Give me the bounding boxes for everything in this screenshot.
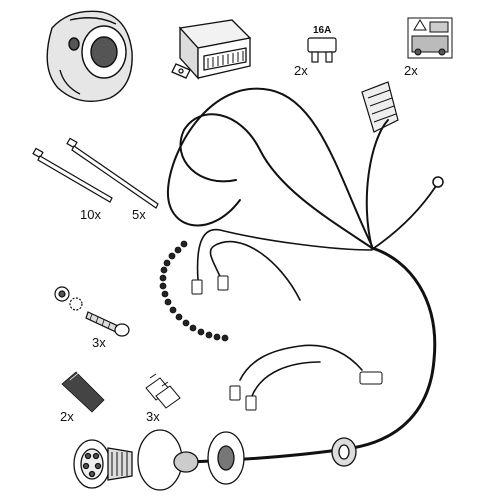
fuse-icon xyxy=(307,37,337,63)
corrugated-hose-icon xyxy=(159,240,229,342)
cable-ties-large-qty-label: 5x xyxy=(132,207,146,222)
bolt-set-qty-label: 3x xyxy=(92,335,106,350)
bolt-nut-washer-icon xyxy=(54,286,130,337)
fuse-qty-label: 2x xyxy=(294,63,308,78)
round-socket-plug-icon xyxy=(73,439,133,489)
tape-strip-qty-label: 2x xyxy=(60,409,74,424)
tape-strip-icon xyxy=(61,369,105,413)
cable-ties-small-qty-label: 10x xyxy=(80,207,101,222)
clips-qty-label: 3x xyxy=(146,409,160,424)
wiring-harness-icon xyxy=(166,87,444,464)
terminal-connector-icon xyxy=(191,275,383,411)
warning-sticker-qty-label: 2x xyxy=(404,63,418,78)
control-module-icon xyxy=(171,19,252,80)
socket-cover-icon xyxy=(46,10,133,102)
cable-tie-icon xyxy=(32,137,159,209)
clip-icon xyxy=(145,373,181,409)
fuse-rating-label: 16A xyxy=(313,25,332,36)
multi-pin-connector-icon xyxy=(361,81,399,133)
warning-sticker-icon xyxy=(407,17,453,59)
mounting-flange-icon xyxy=(137,429,245,491)
grommet-icon xyxy=(331,437,357,467)
